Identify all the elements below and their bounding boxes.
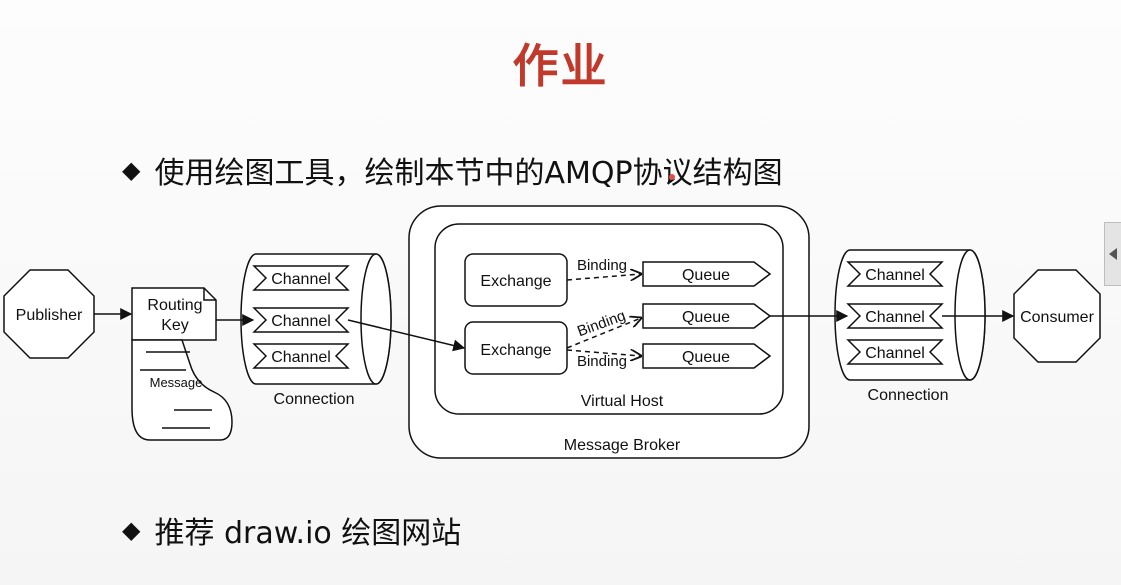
bullet-text-1: 使用绘图工具，绘制本节中的AMQP协议结构图	[154, 156, 783, 191]
left-channel-label-2: Channel	[271, 313, 331, 330]
right-channel-label-1: Channel	[865, 267, 925, 284]
queue-label-2: Queue	[682, 309, 730, 326]
pointer-dot	[669, 174, 675, 180]
message-node	[131, 339, 233, 441]
routing-key-label-2: Key	[161, 317, 189, 334]
exchange-label-2: Exchange	[480, 342, 551, 359]
right-connection-label: Connection	[868, 387, 949, 404]
queue-3	[642, 343, 772, 369]
arrow-channel-exchange	[347, 319, 466, 352]
side-panel-toggle[interactable]	[1104, 222, 1121, 286]
chevron-left-icon	[1109, 248, 1117, 260]
right-channel-3	[846, 339, 944, 365]
diamond-bullet-icon: ◆	[122, 156, 141, 184]
left-channel-1	[252, 265, 350, 291]
consumer-label: Consumer	[1020, 309, 1094, 326]
virtual-host-label: Virtual Host	[581, 393, 664, 410]
binding-label-1: Binding	[577, 257, 627, 274]
left-channel-label-1: Channel	[271, 271, 331, 288]
routing-key-label-1: Routing	[147, 297, 202, 314]
bullet-item-1: ◆ 使用绘图工具，绘制本节中的AMQP协议结构图	[122, 148, 783, 192]
binding-line-3	[566, 350, 641, 356]
right-channel-label-2: Channel	[865, 309, 925, 326]
binding-label-3: Binding	[577, 353, 627, 370]
exchange-label-1: Exchange	[480, 273, 551, 290]
right-channel-1	[846, 261, 944, 287]
left-channel-2	[252, 307, 350, 333]
left-connection-label: Connection	[274, 391, 355, 408]
message-broker-label: Message Broker	[564, 437, 681, 454]
consumer-node	[1013, 269, 1101, 363]
amqp-diagram: Publisher Routing Key Message Channel Ch…	[3, 205, 1101, 459]
publisher-node	[3, 269, 95, 359]
right-channel-label-3: Channel	[865, 345, 925, 362]
queue-1	[642, 261, 772, 287]
queue-label-1: Queue	[682, 267, 730, 284]
binding-line-2	[566, 318, 641, 349]
page-title: 作业	[512, 39, 609, 93]
publisher-label: Publisher	[16, 307, 83, 324]
binding-line-1	[566, 274, 641, 280]
message-label: Message	[150, 375, 203, 390]
bullet-item-2: ◆ 推荐 draw.io 绘图网站	[122, 508, 461, 552]
left-channel-label-3: Channel	[271, 349, 331, 366]
queue-label-3: Queue	[682, 349, 730, 366]
diamond-bullet-icon: ◆	[122, 516, 141, 544]
left-channel-3	[252, 343, 350, 369]
right-channel-2	[846, 303, 944, 329]
bullet-text-2: 推荐 draw.io 绘图网站	[154, 516, 462, 551]
